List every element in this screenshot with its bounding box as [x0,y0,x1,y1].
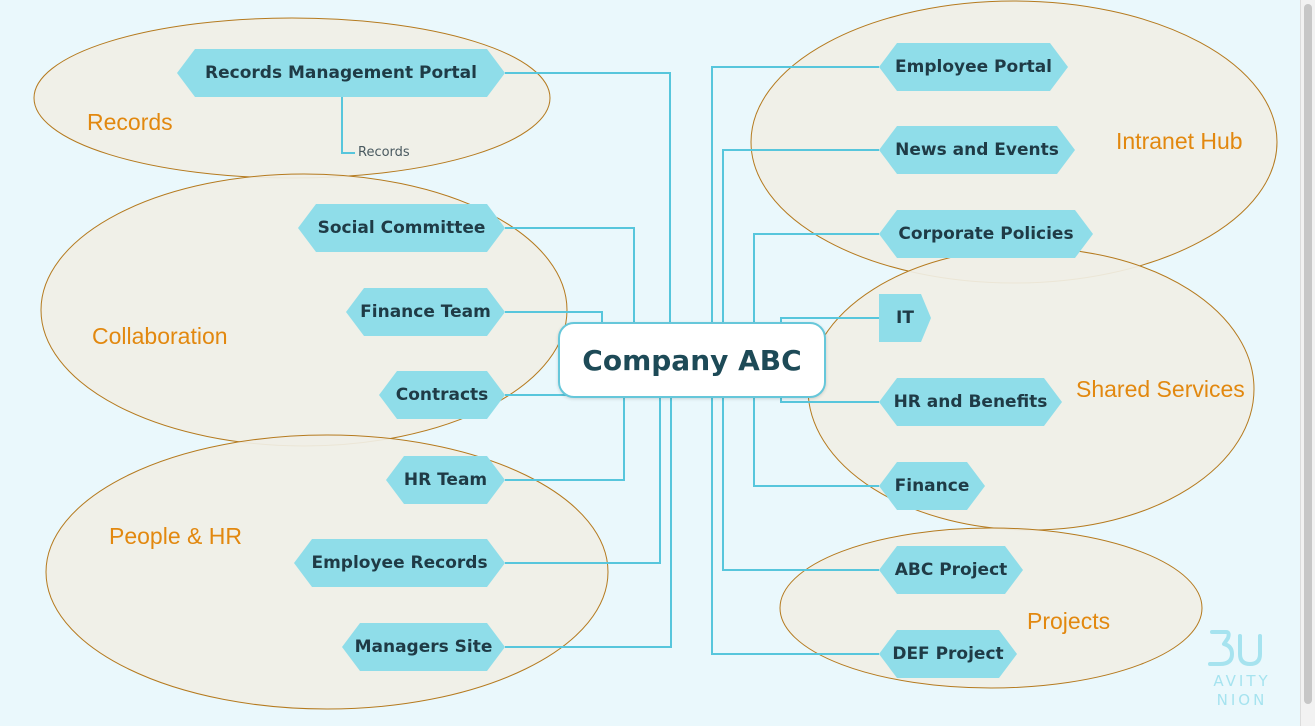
logo-text-line2: NION [1216,691,1268,709]
connector-social-committee [505,227,635,322]
logo-text-line1: AVITY [1213,672,1271,690]
group-label-collaboration: Collaboration [92,323,228,349]
connector-hr-team [505,398,625,481]
connector-records-sub [341,97,355,154]
node-finance[interactable]: Finance [879,462,985,510]
vertical-scrollbar[interactable] [1300,0,1315,726]
group-ellipse-records [33,17,551,179]
group-label-shared-services: Shared Services [1076,376,1245,402]
node-social-committee[interactable]: Social Committee [298,204,505,252]
group-label-people-hr: People & HR [109,523,242,549]
node-contracts[interactable]: Contracts [379,371,505,419]
connector-abc-project [722,398,879,571]
node-finance-team[interactable]: Finance Team [346,288,505,336]
group-label-intranet-hub: Intranet Hub [1116,128,1243,154]
node-employee-portal[interactable]: Employee Portal [879,43,1068,91]
connector-employee-records [505,398,661,564]
connector-finance [753,398,879,487]
scrollbar-thumb[interactable] [1304,4,1312,704]
connector-def-project [711,398,879,655]
logo-text: AVITY NION [1200,672,1284,710]
node-records-management-portal[interactable]: Records Management Portal [177,49,505,97]
node-managers-site[interactable]: Managers Site [342,623,505,671]
connector-managers-site [505,398,672,648]
node-hr-and-benefits[interactable]: HR and Benefits [879,378,1062,426]
node-news-and-events[interactable]: News and Events [879,126,1075,174]
connector-records-portal [505,72,671,322]
node-hr-team[interactable]: HR Team [386,456,505,504]
node-employee-records[interactable]: Employee Records [294,539,505,587]
node-corporate-policies[interactable]: Corporate Policies [879,210,1093,258]
group-label-projects: Projects [1027,608,1111,634]
node-abc-project[interactable]: ABC Project [879,546,1023,594]
connector-corporate-policies [753,233,879,322]
connector-news-events [722,149,879,322]
connector-employee-portal [711,66,879,322]
node-def-project[interactable]: DEF Project [879,630,1017,678]
avity-logo-icon [1208,630,1262,667]
node-it[interactable]: IT [879,294,931,342]
center-node-company[interactable]: Company ABC [558,322,826,398]
group-label-records: Records [87,109,173,135]
records-sub-label: Records [358,145,410,160]
